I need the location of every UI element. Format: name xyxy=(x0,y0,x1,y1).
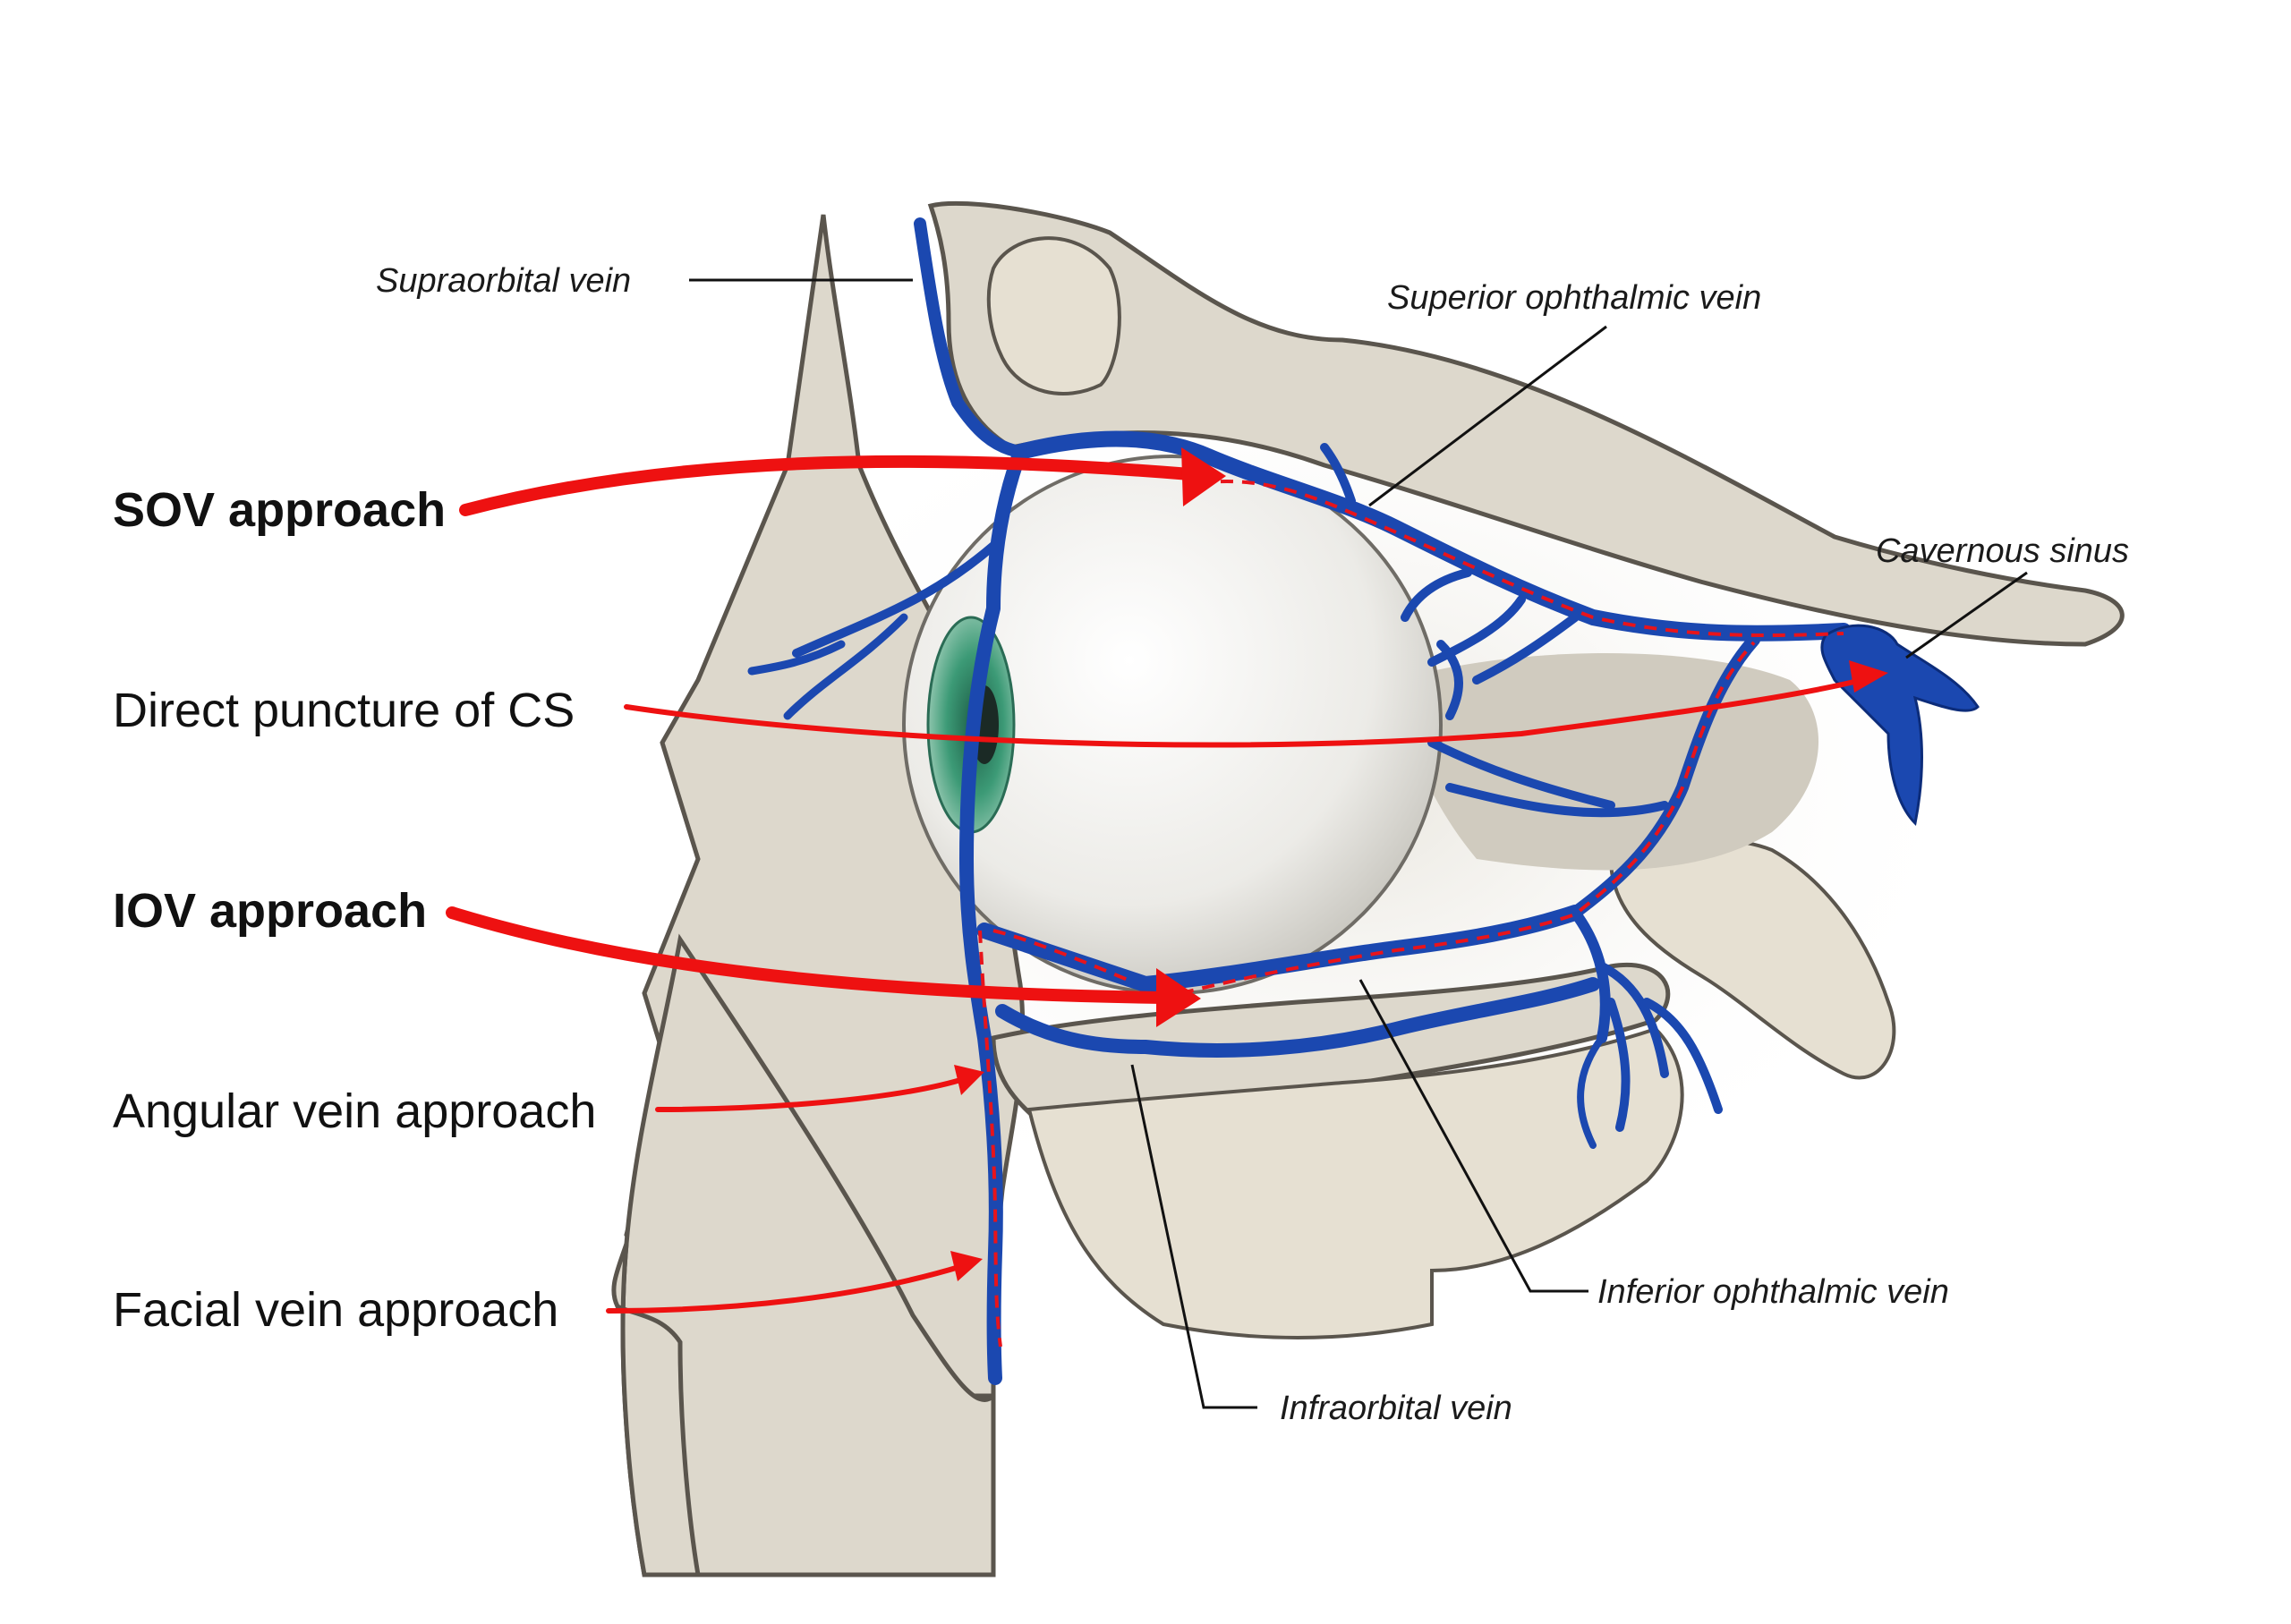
infraorbital-vein-path xyxy=(995,977,1600,1058)
sov-branch xyxy=(1320,443,1356,506)
inferior-ophthalmic-leader xyxy=(1358,979,1588,1293)
supraorbital-vein-label: Supraorbital vein xyxy=(376,262,631,300)
angular-arrow-shaft xyxy=(655,1076,969,1112)
direct-arrowhead xyxy=(1849,660,1888,693)
superior-ophthalmic-vein-label: Superior ophthalmic vein xyxy=(1387,279,1761,317)
sov-approach-label: SOV approach xyxy=(113,483,446,537)
leader-lines xyxy=(689,278,2028,1409)
approach-arrows xyxy=(446,447,1888,1314)
muscular-branch xyxy=(1445,783,1669,818)
nasal-branch xyxy=(792,541,998,658)
pterygoid-plexus xyxy=(1606,998,1631,1132)
lower-facial-bone xyxy=(611,1243,701,1577)
sov-branch xyxy=(1436,640,1463,720)
cavernous-sinus-leader xyxy=(1905,571,2028,659)
supraorbital-vein-path xyxy=(914,217,1026,458)
direct-puncture-label: Direct puncture of CS xyxy=(113,684,575,737)
iov-arrowhead xyxy=(1156,968,1201,1027)
inferior-ophthalmic-vein-label: Inferior ophthalmic vein xyxy=(1597,1273,1949,1311)
sov-branch xyxy=(1472,613,1580,684)
superior-ophthalmic-leader xyxy=(1368,325,1607,507)
cavernous-sinus-label: Cavernous sinus xyxy=(1876,532,2129,570)
sphenoid-bone xyxy=(1608,838,1896,1080)
iov-arrow-shaft xyxy=(446,906,1170,1004)
iov-approach-label: IOV approach xyxy=(113,884,427,938)
maxillary-sinus-wall xyxy=(1026,1026,1684,1339)
sov-branch xyxy=(1427,595,1526,667)
pterygoid-plexus xyxy=(1597,962,1669,1078)
pterygoid-plexus xyxy=(1577,1034,1605,1149)
catheter-paths xyxy=(978,480,1844,1348)
nasal-branch xyxy=(747,640,846,676)
direct-arrow-shaft xyxy=(624,677,1864,748)
angular-arrowhead xyxy=(954,1065,984,1095)
sov-arrow-shaft xyxy=(459,455,1197,516)
infraorbital-vein-label: Infraorbital vein xyxy=(1280,1390,1512,1427)
sov-branch xyxy=(1401,568,1472,622)
superior-ophthalmic-vein-path xyxy=(1012,430,1852,642)
pterygoid-plexus xyxy=(1642,998,1723,1114)
nasal-branch xyxy=(783,613,908,720)
pterygoid-plexus xyxy=(1570,907,1611,1043)
infraorbital-leader xyxy=(1130,1064,1257,1409)
facial-arrowhead xyxy=(950,1251,983,1281)
facial-arrow-shaft xyxy=(606,1263,965,1314)
frontal-sinus xyxy=(986,236,1121,395)
angular-vein-approach-label: Angular vein approach xyxy=(113,1084,596,1138)
inferior-ophthalmic-vein-path xyxy=(976,905,1583,992)
muscular-branch xyxy=(1427,738,1615,810)
iov-catheter-path xyxy=(1180,641,1756,995)
facial-vein-approach-label: Facial vein approach xyxy=(113,1283,558,1337)
sov-arrowhead xyxy=(1181,447,1226,506)
facial-catheter-path xyxy=(978,930,1002,1348)
